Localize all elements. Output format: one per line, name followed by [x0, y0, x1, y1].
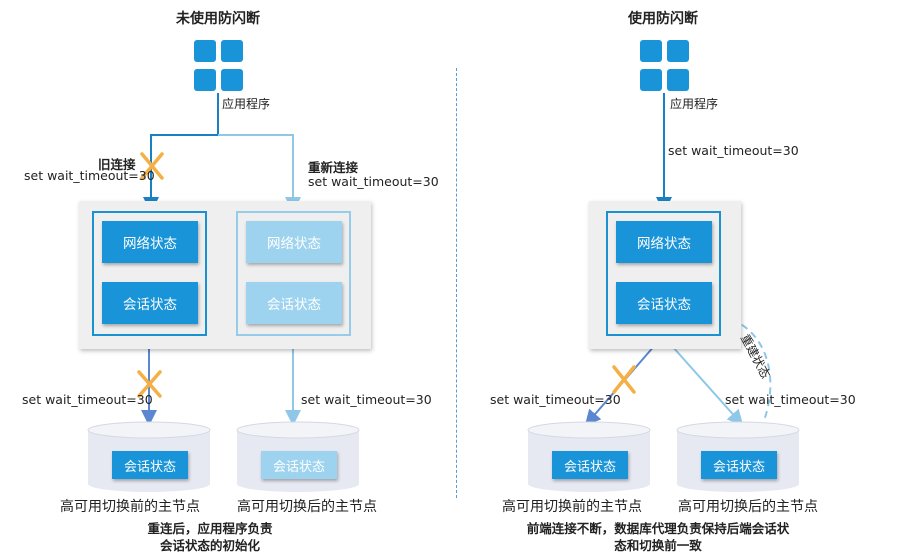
new-conn-frame [236, 211, 351, 336]
db1-session-right: 会话状态 [552, 451, 628, 479]
note-left-line1: 重连后，应用程序负责 [147, 521, 273, 536]
app-icon-left [194, 40, 244, 92]
db2-session-left: 会话状态 [261, 451, 337, 479]
cross-lower-right [612, 365, 636, 394]
app-down-line-left [143, 93, 219, 213]
network-state-box-left: 网络状态 [102, 221, 198, 263]
note-left-line2: 会话状态的初始化 [159, 538, 260, 553]
db2-session-right: 会话状态 [701, 451, 777, 479]
conn-setting-right: set wait_timeout=30 [668, 143, 799, 158]
cross-lower-left [137, 370, 162, 398]
session-state-box-left-2: 会话状态 [246, 282, 342, 324]
lower-right-setting-left: set wait_timeout=30 [301, 392, 432, 407]
new-conn-setting: set wait_timeout=30 [308, 174, 439, 189]
db2-caption-left: 高可用切换后的主节点 [237, 499, 377, 515]
center-divider [456, 68, 457, 498]
cross-old-conn [140, 152, 164, 180]
db2-caption-right: 高可用切换后的主节点 [678, 499, 818, 515]
note-right: 前端连接不断，数据库代理负责保持后端会话状 态和切换前一致 [508, 520, 808, 554]
network-state-box-left-2: 网络状态 [246, 221, 342, 263]
conn-frame-right [606, 211, 721, 336]
old-conn-setting: set wait_timeout=30 [24, 168, 155, 183]
db1-caption-right: 高可用切换前的主节点 [502, 499, 642, 515]
app-icon-right [640, 40, 690, 92]
note-left: 重连后，应用程序负责 会话状态的初始化 [130, 520, 290, 554]
new-conn-label: 重新连接 [308, 160, 359, 175]
old-conn-frame [92, 211, 207, 336]
db1-session-left: 会话状态 [112, 451, 188, 479]
left-title: 未使用防闪断 [176, 11, 260, 27]
session-state-box-right: 会话状态 [616, 282, 712, 324]
right-title: 使用防闪断 [628, 11, 698, 27]
lower-left-setting-left: set wait_timeout=30 [22, 392, 153, 407]
app-label-left: 应用程序 [222, 97, 271, 111]
old-conn-label: 旧连接 [98, 157, 136, 172]
rebuild-curve [707, 312, 772, 424]
network-state-box-right: 网络状态 [616, 221, 712, 263]
panel-to-db2-right [663, 336, 744, 426]
note-right-line2: 态和切换前一致 [614, 538, 702, 553]
lower-right-setting-right: set wait_timeout=30 [725, 392, 856, 407]
db1-caption-left: 高可用切换前的主节点 [60, 499, 200, 515]
note-right-line1: 前端连接不断，数据库代理负责保持后端会话状 [526, 521, 790, 536]
session-state-box-left: 会话状态 [102, 282, 198, 324]
lower-left-setting-right: set wait_timeout=30 [490, 392, 621, 407]
reconnect-line-left [218, 134, 301, 213]
app-label-right: 应用程序 [670, 97, 719, 111]
